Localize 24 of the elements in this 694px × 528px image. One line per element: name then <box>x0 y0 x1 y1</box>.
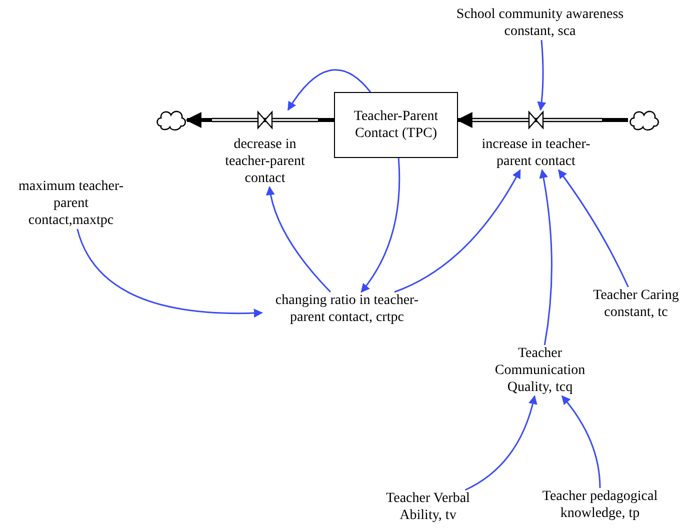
variable-label: Teacher Caring constant, tc <box>580 287 692 321</box>
link-arrow <box>539 169 552 346</box>
variable-label: Teacher pedagogical knowledge, tp <box>520 488 680 522</box>
link-arrow <box>558 169 629 288</box>
link-arrow <box>360 158 400 293</box>
variable-label: maximum teacher-parent contact,maxtpc <box>15 178 127 229</box>
variable-label: Teacher Communication Quality, tcq <box>484 345 596 396</box>
variable-label: Teacher Verbal Ability, tv <box>372 490 484 524</box>
link-arrow <box>394 169 521 293</box>
flow-pipe <box>456 112 472 128</box>
variable-label: changing ratio in teacher-parent contact, crtpc <box>262 292 432 326</box>
flow-pipe <box>318 118 334 122</box>
variable-label: School community awareness constant, sca <box>440 6 640 40</box>
link-arrow <box>266 186 331 293</box>
flow-rate-label: increase in teacher-parent contact <box>480 136 592 170</box>
flow-pipe <box>185 112 212 128</box>
flow-pipe <box>602 118 628 122</box>
link-arrow <box>537 40 546 111</box>
flow-rate-label: decrease in teacher-parent contact <box>224 136 306 187</box>
link-arrow <box>76 228 263 318</box>
link-arrow <box>464 395 538 491</box>
link-arrow <box>287 69 371 111</box>
link-arrow <box>561 395 601 488</box>
stock-box: Teacher-Parent Contact (TPC) <box>334 92 458 158</box>
